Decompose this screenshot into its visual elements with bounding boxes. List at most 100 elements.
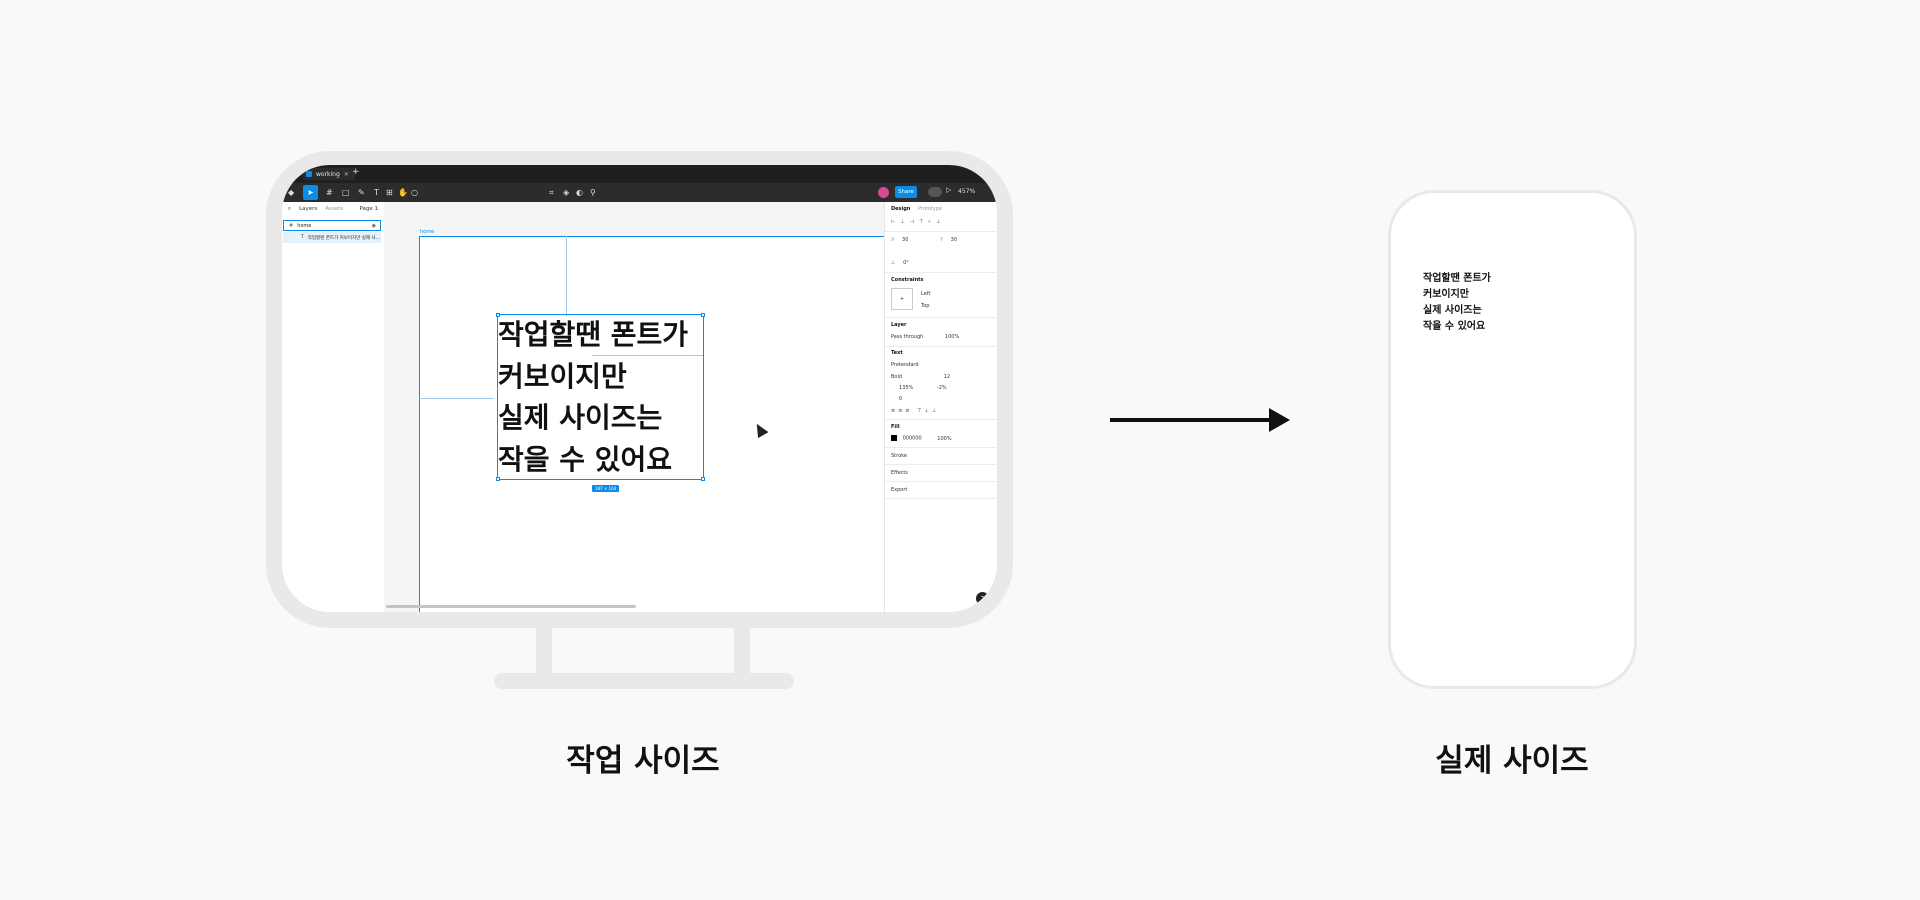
fill-heading: Fill	[891, 424, 900, 430]
letter-spacing-input[interactable]: -2%	[936, 385, 947, 391]
tab-assets[interactable]: Assets	[325, 206, 344, 212]
resize-handle[interactable]	[496, 313, 500, 317]
rotation-row: ∠ 0°	[891, 260, 909, 266]
guide-line	[419, 398, 494, 399]
paragraph-spacing-input[interactable]: 0	[899, 396, 903, 402]
frame-label[interactable]: home	[420, 229, 435, 235]
fill-swatch[interactable]	[891, 435, 897, 441]
comment-icon[interactable]: ○	[411, 188, 418, 197]
font-weight-select[interactable]: Bold	[891, 374, 903, 380]
canvas-text-block[interactable]: 작업할땐 폰트가 커보이지만 실제 사이즈는 작을 수 있어요	[498, 314, 688, 480]
layers-tabs: ⌕ Layers Assets Page 1	[288, 206, 378, 213]
font-size-input[interactable]: 12	[943, 374, 951, 380]
position-row: X 30 Y 30	[891, 237, 957, 243]
layer-text-item[interactable]: T 작업할땐 폰트가 커보이지만 실제 사...	[283, 232, 381, 243]
rotation-icon: ∠	[891, 260, 896, 266]
help-icon[interactable]: ?	[976, 592, 989, 605]
horizontal-scrollbar[interactable]	[386, 605, 636, 608]
resize-handle[interactable]	[701, 477, 705, 481]
layer-opacity[interactable]: 100%	[944, 334, 960, 340]
canvas-text-line: 작을 수 있어요	[498, 442, 673, 476]
component-icon[interactable]: ◈	[563, 188, 570, 197]
layer-frame-home[interactable]: # home ◉	[283, 220, 381, 231]
tab-design[interactable]: Design	[891, 206, 911, 212]
layer-row: Pass through 100%	[891, 334, 959, 340]
align-icons[interactable]: ⊢⊥⊣⊤⊦⊥	[891, 219, 946, 225]
design-panel: Design Prototype ⊢⊥⊣⊤⊦⊥ X 30 Y 30 ∠ 0° C…	[884, 202, 997, 612]
tab-layers[interactable]: Layers	[299, 206, 318, 212]
move-tool[interactable]	[303, 185, 318, 200]
contrast-icon[interactable]: ◐	[576, 188, 583, 197]
x-input[interactable]: 30	[902, 237, 909, 243]
resize-handle[interactable]	[496, 477, 500, 481]
canvas-text-line: 작업할땐 폰트가	[498, 318, 689, 351]
canvas-text-line: 실제 사이즈는	[498, 401, 663, 434]
blend-mode-select[interactable]: Pass through	[891, 334, 924, 340]
constraints-heading: Constraints	[891, 277, 924, 283]
line-height-input[interactable]: 135%	[899, 385, 914, 391]
monitor-screen: working ✕ + ◆ ➤ # □ ✎ T ⊞ ✋ ○ ⌗ ◈ ◐ ⚲ Sh…	[282, 165, 997, 612]
crop-icon[interactable]: ⌗	[549, 188, 554, 197]
divider	[885, 481, 997, 482]
cursor-tool-icon[interactable]: ➤	[307, 188, 314, 197]
dimension-badge: 187 × 164	[592, 485, 620, 492]
y-input[interactable]: 30	[950, 237, 958, 243]
font-family-select[interactable]: Pretendard	[891, 362, 919, 368]
frame-home[interactable]	[419, 236, 885, 612]
arrow-head	[1269, 408, 1290, 432]
eye-icon[interactable]: ◉	[371, 222, 376, 229]
play-icon[interactable]: ▷	[946, 186, 952, 194]
close-icon[interactable]: ✕	[343, 170, 349, 178]
text-layer-icon: T	[301, 235, 304, 240]
dev-mode-toggle[interactable]	[928, 187, 942, 197]
phone-text-line: 작을 수 있어요	[1423, 321, 1486, 332]
divider	[885, 231, 997, 232]
constraint-vertical[interactable]: Top	[921, 303, 930, 309]
selection-box[interactable]	[496, 313, 705, 481]
stroke-heading[interactable]: Stroke	[891, 453, 907, 459]
avatar[interactable]	[878, 187, 889, 198]
layer-text-name: 작업할땐 폰트가 커보이지만 실제 사...	[307, 235, 380, 241]
spacing-row: 135% -2%	[891, 385, 947, 391]
resize-handle[interactable]	[701, 313, 705, 317]
canvas-text-line: 커보이지만	[498, 359, 627, 393]
paragraph-row: 0	[891, 396, 902, 402]
zoom-level[interactable]: 457%	[958, 188, 976, 195]
effects-heading[interactable]: Effects	[891, 470, 908, 476]
plus-icon[interactable]: +	[352, 167, 360, 177]
text-heading: Text	[891, 350, 903, 356]
shape-tool-icon[interactable]: □	[342, 188, 350, 197]
rotation-input[interactable]: 0°	[903, 260, 909, 266]
pen-tool-icon[interactable]: ✎	[358, 188, 365, 197]
divider	[885, 317, 997, 318]
font-row: Bold 12	[891, 374, 950, 380]
export-heading[interactable]: Export	[891, 487, 908, 493]
tab-prototype[interactable]: Prototype	[917, 206, 943, 212]
share-button[interactable]: Share	[895, 186, 917, 198]
y-label: Y	[940, 237, 944, 243]
file-tab-title: working	[316, 170, 340, 178]
phone-text-line: 작업할땐 폰트가	[1423, 273, 1491, 284]
main-menu-icon[interactable]: ◆	[288, 188, 295, 197]
divider	[885, 419, 997, 420]
page-selector[interactable]: Page 1	[359, 206, 378, 212]
text-tool-icon[interactable]: T	[374, 188, 379, 197]
fill-hex-input[interactable]: 000000	[902, 435, 922, 442]
layer-frame-name: home	[297, 222, 312, 229]
phone-text-line: 실제 사이즈는	[1423, 305, 1482, 316]
file-tab[interactable]: working ✕	[303, 168, 355, 180]
monitor-frame: working ✕ + ◆ ➤ # □ ✎ T ⊞ ✋ ○ ⌗ ◈ ◐ ⚲ Sh…	[266, 151, 1013, 628]
link-icon[interactable]: ⚲	[590, 188, 596, 197]
constraint-horizontal[interactable]: Left	[921, 291, 931, 297]
search-icon[interactable]: ⌕	[288, 206, 292, 212]
frame-tool-icon[interactable]: #	[326, 188, 333, 197]
hand-tool-icon[interactable]: ✋	[398, 188, 408, 197]
canvas[interactable]: home 작업할땐 폰트가 커보이지만 실제 사이즈는 작을 수 있어요 187…	[384, 202, 984, 612]
fill-opacity-input[interactable]: 100%	[937, 435, 952, 442]
fill-row: 000000 100%	[891, 435, 952, 442]
text-align-icons[interactable]: ≡≡≡ ⊤⊥⊥	[891, 408, 940, 414]
layer-heading: Layer	[891, 322, 907, 328]
caption-work-size: 작업 사이즈	[566, 743, 720, 779]
constraints-widget[interactable]: +	[891, 288, 913, 310]
resources-icon[interactable]: ⊞	[386, 188, 393, 197]
